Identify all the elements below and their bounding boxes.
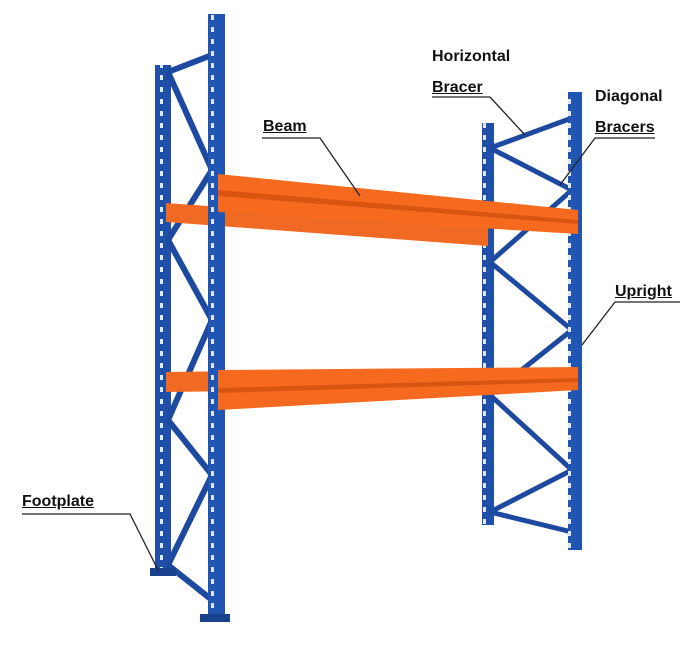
diagonal-bracers-label-line2: Bracers	[595, 119, 655, 136]
beam-label: Beam	[263, 118, 307, 135]
upper-front-beam	[218, 174, 578, 234]
footplate-back	[150, 568, 176, 576]
upper-back-beam	[166, 203, 488, 246]
diagonal-bracers-label-line1: Diagonal	[595, 88, 663, 105]
lower-front-beam	[218, 367, 578, 410]
left-bracing	[165, 52, 215, 603]
right-bracing	[488, 115, 574, 535]
upright-label: Upright	[615, 283, 672, 300]
footplate-label: Footplate	[22, 493, 94, 510]
horizontal-bracer-label-line2: Bracer	[432, 79, 483, 96]
leader-lines	[22, 96, 680, 571]
right-front-upright	[568, 92, 582, 550]
footplate-front	[200, 614, 230, 622]
left-back-upright	[155, 65, 171, 575]
right-back-upright	[482, 123, 494, 525]
horizontal-bracer-label-line1: Horizontal	[432, 48, 511, 65]
left-front-upright	[200, 14, 230, 622]
